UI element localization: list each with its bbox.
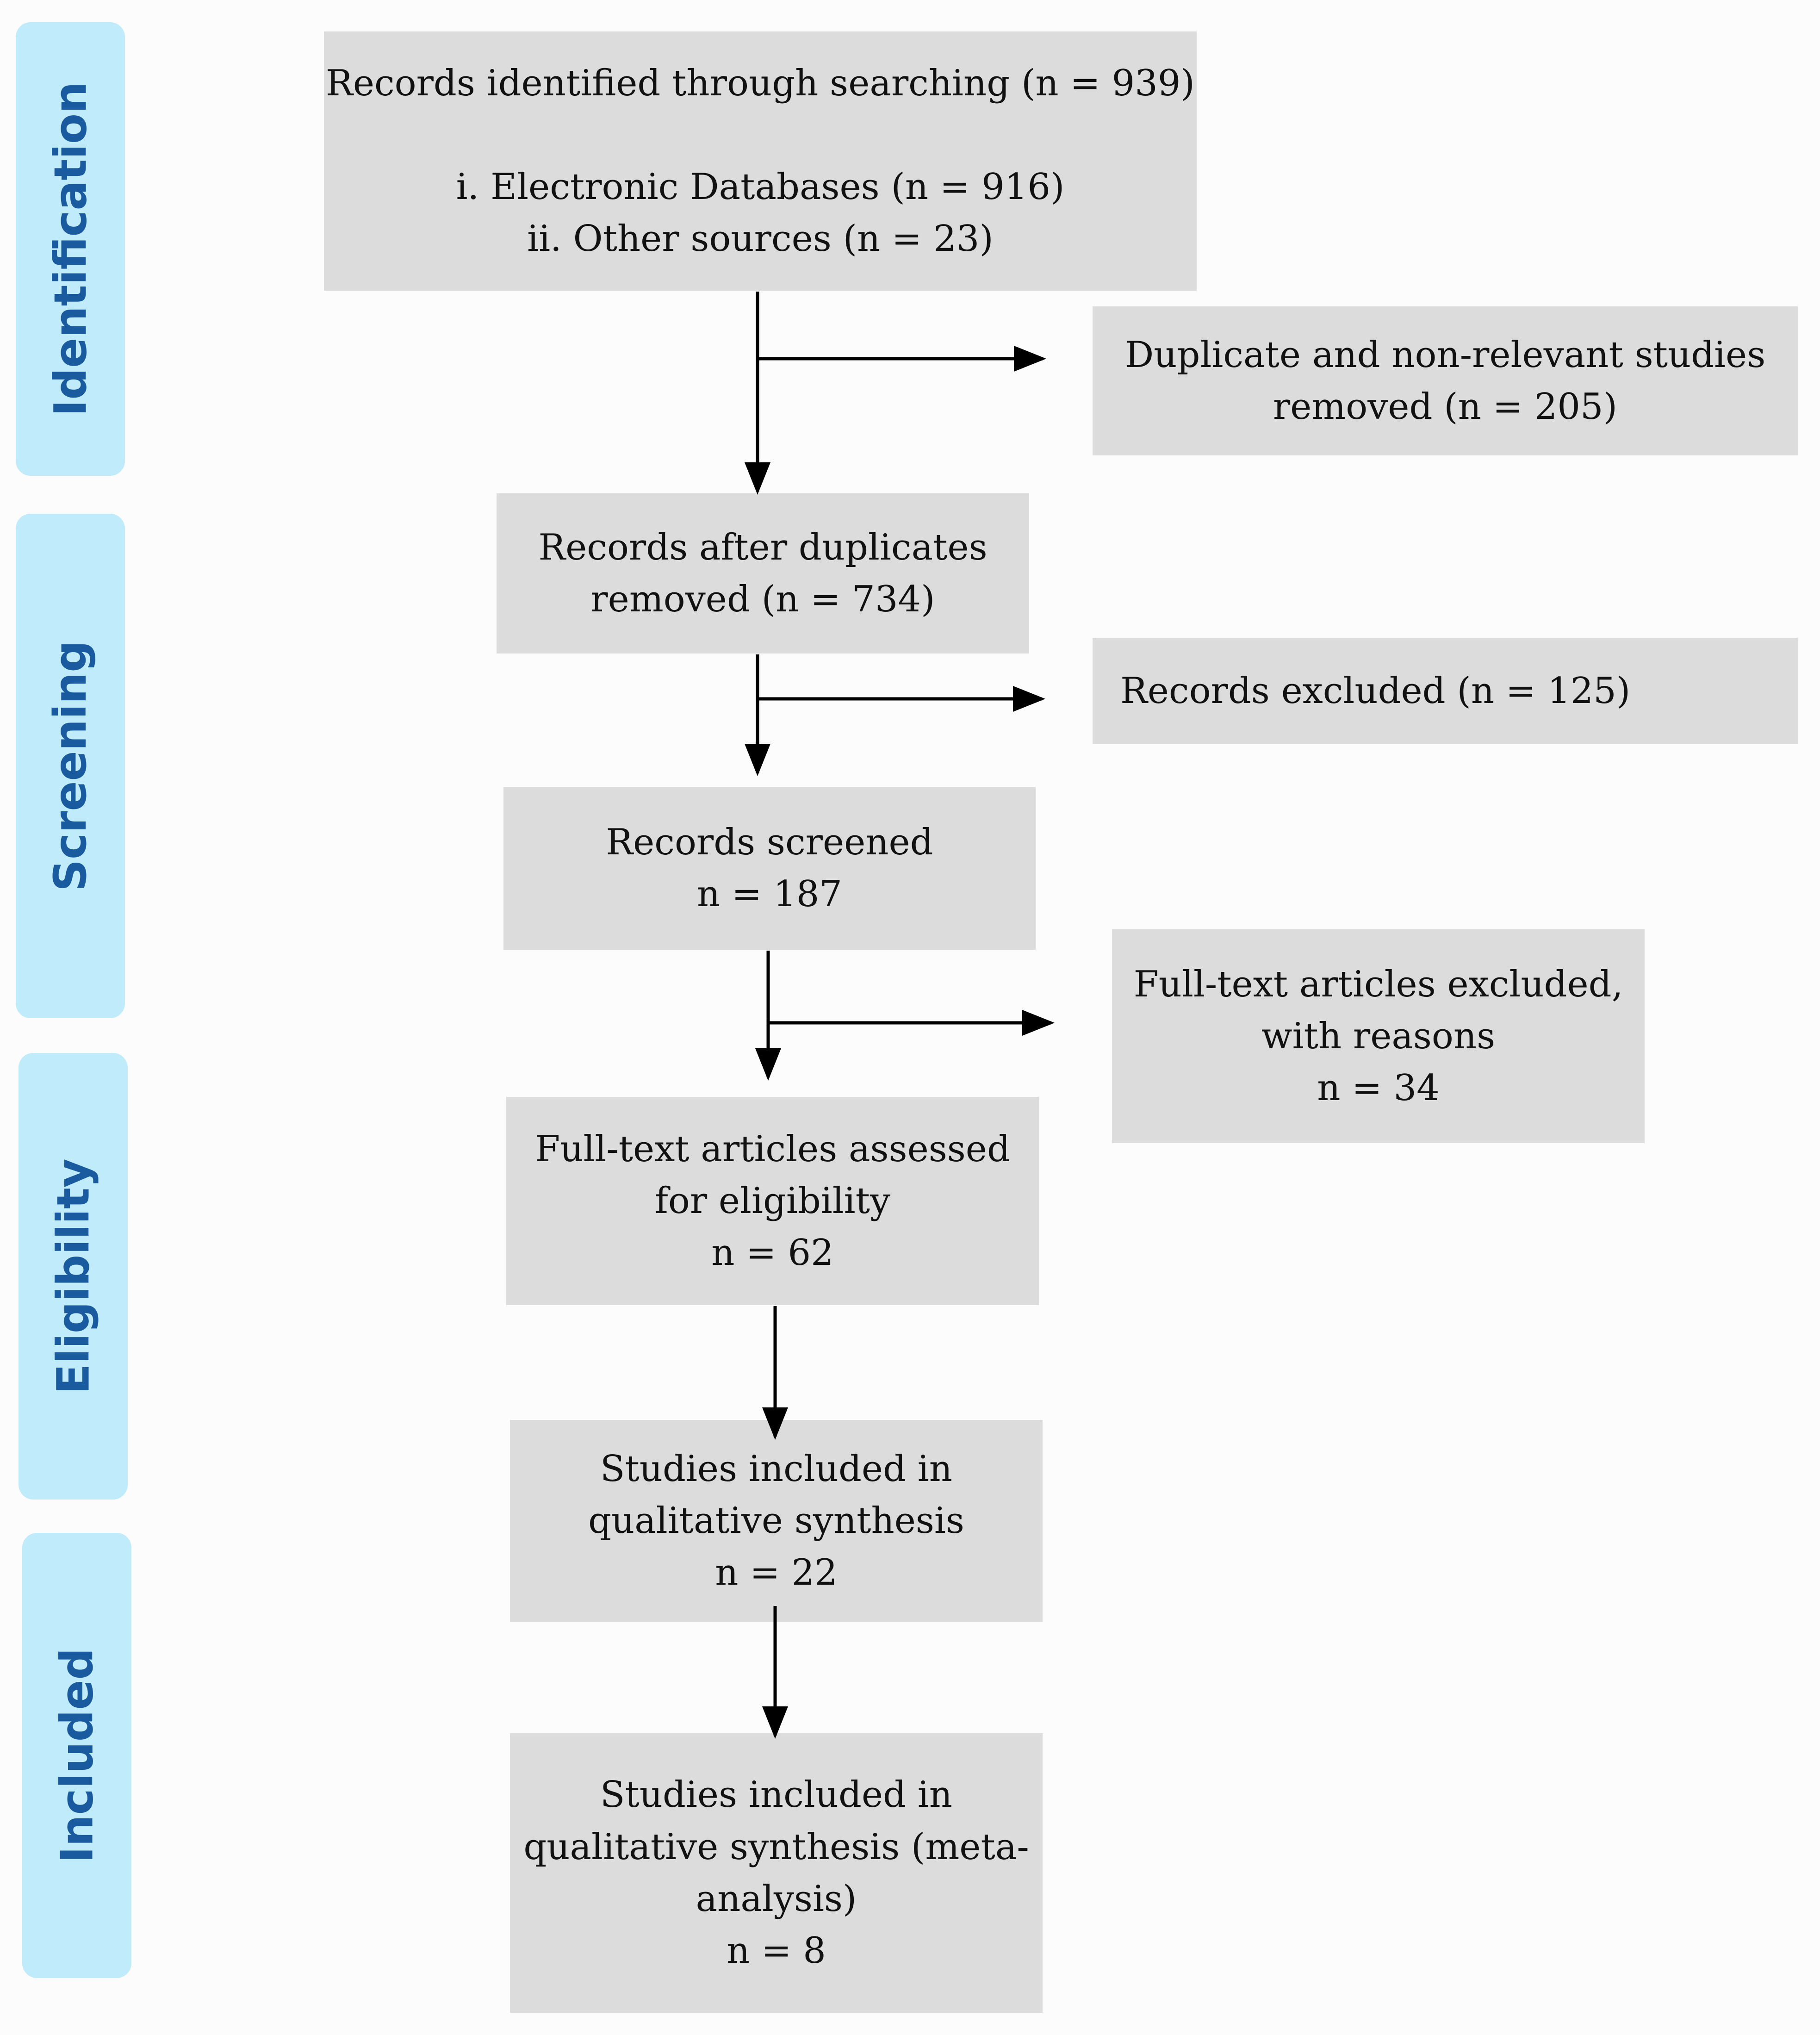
qualitative-synthesis-box: Studies included in qualitative synthesi…	[510, 1420, 1043, 1622]
qualitative-synthesis-line-3: n = 22	[715, 1552, 838, 1594]
fulltext-excluded-line-1: Full-text articles excluded,	[1133, 963, 1623, 1005]
records-screened-box: Records screened n = 187	[503, 787, 1036, 950]
phase-included: Included	[22, 1533, 131, 1978]
fulltext-assessed-box: Full-text articles assessed for eligibil…	[506, 1097, 1039, 1305]
after-duplicates-line-1: Records after duplicates	[538, 526, 988, 568]
after-duplicates-line-2: removed (n = 734)	[590, 579, 935, 620]
meta-analysis-line-2: qualitative synthesis (meta-	[523, 1826, 1029, 1868]
phase-identification: Identification	[16, 22, 125, 476]
meta-analysis-line-3: analysis)	[696, 1878, 857, 1920]
phase-eligibility: Eligibility	[19, 1053, 128, 1500]
phase-screening: Screening	[16, 514, 125, 1018]
fulltext-excluded-line-2: with reasons	[1261, 1015, 1496, 1057]
records-identified-box: Records identified through searching (n …	[324, 31, 1197, 291]
duplicates-removed-line-1: Duplicate and non-relevant studies	[1124, 334, 1766, 376]
fulltext-assessed-line-2: for eligibility	[654, 1180, 891, 1222]
fulltext-excluded-box: Full-text articles excluded, with reason…	[1112, 929, 1645, 1143]
after-duplicates-box: Records after duplicates removed (n = 73…	[497, 493, 1029, 653]
meta-analysis-line-1: Studies included in	[600, 1774, 952, 1816]
fulltext-excluded-line-3: n = 34	[1317, 1067, 1440, 1109]
records-excluded-box: Records excluded (n = 125)	[1093, 638, 1798, 744]
records-identified-source-1: i. Electronic Databases (n = 916)	[456, 166, 1065, 208]
meta-analysis-line-4: n = 8	[727, 1930, 826, 1972]
records-excluded-line-1: Records excluded (n = 125)	[1120, 670, 1631, 712]
meta-analysis-box: Studies included in qualitative synthesi…	[510, 1733, 1043, 2013]
records-screened-line-2: n = 187	[696, 873, 843, 915]
records-screened-line-1: Records screened	[606, 821, 933, 863]
duplicates-removed-line-2: removed (n = 205)	[1273, 386, 1618, 428]
records-identified-title: Records identified through searching (n …	[326, 62, 1195, 104]
duplicates-removed-box: Duplicate and non-relevant studies remov…	[1093, 306, 1798, 455]
records-identified-source-2: ii. Other sources (n = 23)	[527, 218, 994, 260]
fulltext-assessed-line-1: Full-text articles assessed	[535, 1128, 1010, 1170]
qualitative-synthesis-line-1: Studies included in	[600, 1448, 952, 1490]
qualitative-synthesis-line-2: qualitative synthesis	[588, 1500, 964, 1542]
fulltext-assessed-line-3: n = 62	[711, 1232, 834, 1274]
